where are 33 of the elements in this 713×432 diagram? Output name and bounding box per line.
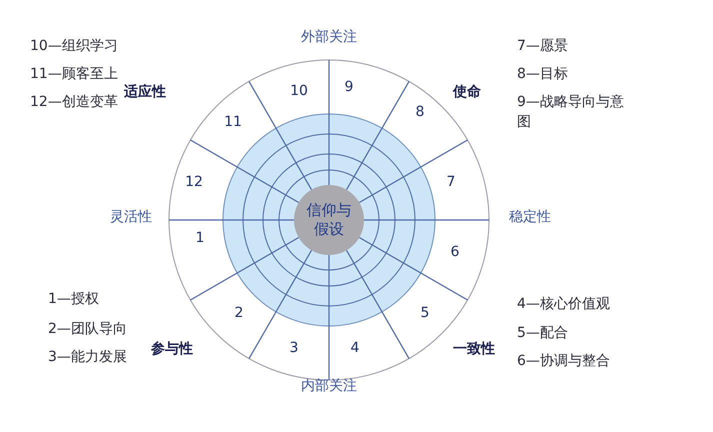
segment-number: 10 <box>290 82 308 102</box>
segment-number: 3 <box>290 339 298 358</box>
definition-text: 9—战略导向与意图 <box>517 93 625 132</box>
quadrant-title: 参与性 <box>151 340 193 360</box>
definition-text: 6—协调与整合 <box>517 352 610 372</box>
segment-number: 11 <box>224 113 242 132</box>
axis-label: 外部关注 <box>301 28 357 48</box>
quadrant-title: 适应性 <box>124 83 166 102</box>
definition-text: 8—目标 <box>517 65 568 84</box>
segment-number: 8 <box>416 103 424 122</box>
definition-text: 3—能力发展 <box>48 348 127 368</box>
definition-text: 5—配合 <box>517 324 568 344</box>
definition-text: 2—团队导向 <box>48 320 127 340</box>
definition-text: 10—组织学习 <box>30 37 118 56</box>
center-label: 信仰与假设 <box>306 201 352 239</box>
definition-text: 11—顾客至上 <box>30 65 118 84</box>
definition-text: 7—愿景 <box>517 37 568 56</box>
quadrant-title: 使命 <box>453 83 481 102</box>
axis-label: 灵活性 <box>110 208 152 228</box>
segment-number: 6 <box>450 243 460 262</box>
segment-number: 2 <box>234 304 244 324</box>
definition-text: 12—创造变革 <box>30 93 118 112</box>
segment-number: 4 <box>350 339 360 358</box>
segment-number: 12 <box>185 173 203 192</box>
segment-number: 5 <box>420 304 430 324</box>
definition-text: 1—授权 <box>48 290 99 310</box>
segment-number: 1 <box>196 229 204 248</box>
axis-label: 稳定性 <box>509 208 551 228</box>
segment-number: 9 <box>344 78 354 98</box>
definition-text: 4—核心价值观 <box>517 295 610 314</box>
quadrant-title: 一致性 <box>453 340 495 360</box>
segment-number: 7 <box>446 173 456 192</box>
axis-label: 内部关注 <box>301 377 357 396</box>
